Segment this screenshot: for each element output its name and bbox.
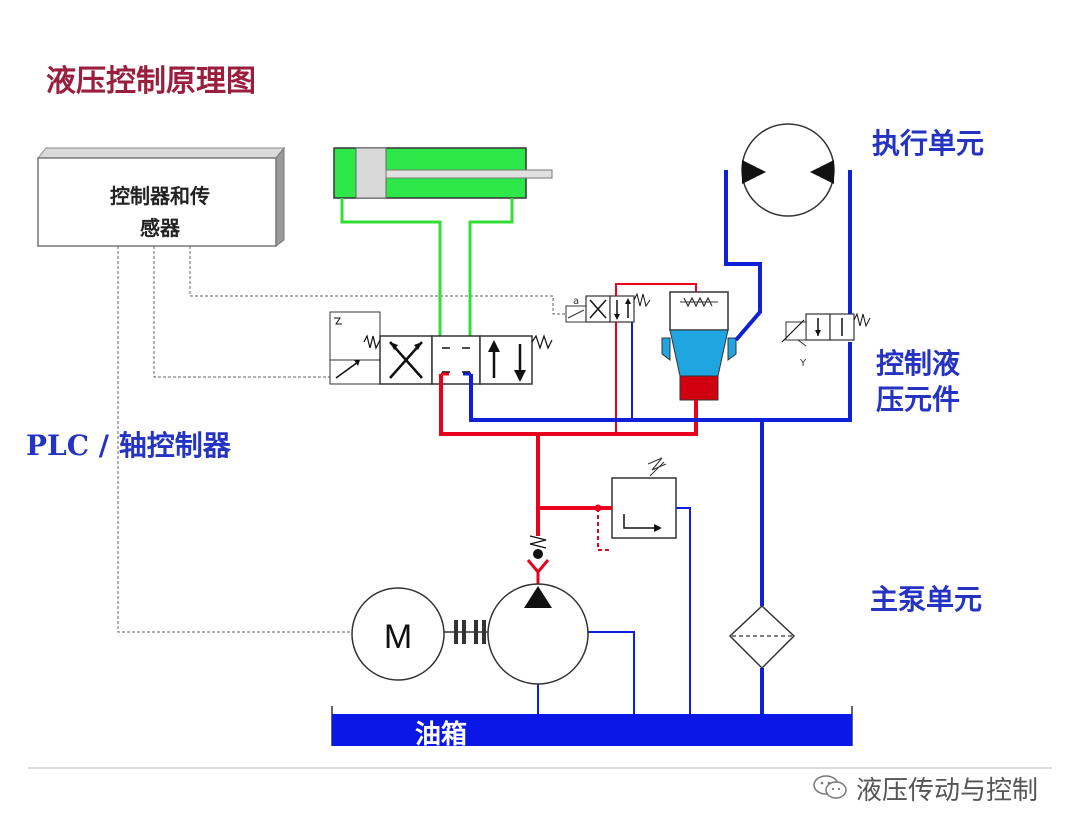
coupling xyxy=(440,620,488,644)
pressure-valve-right: Y xyxy=(781,312,871,369)
directional-valve xyxy=(329,311,553,385)
pilot-lines-red xyxy=(597,283,697,551)
cylinder-lines xyxy=(340,198,514,340)
page-title: 液压控制原理图 xyxy=(46,64,256,99)
signal-lines xyxy=(117,246,566,633)
oil-tank xyxy=(331,706,853,746)
check-valve xyxy=(526,535,550,584)
filter xyxy=(728,604,796,670)
y-port-label: Y xyxy=(799,358,807,369)
control-elements-label-line1: 控制液 xyxy=(876,347,961,380)
relief-valve xyxy=(611,457,677,539)
pump-unit-label: 主泵单元 xyxy=(870,583,983,616)
hydraulic-pump xyxy=(487,583,589,685)
return-lines xyxy=(469,170,852,714)
plc-label: PLC / 轴控制器 xyxy=(26,429,231,462)
wechat-icon xyxy=(813,775,847,799)
control-elements-label: 控制液 压元件 xyxy=(876,346,960,418)
actuator-label: 执行单元 xyxy=(872,127,985,160)
footer-brand: 液压传动与控制 xyxy=(856,776,1039,806)
hydraulic-cylinder xyxy=(333,147,553,199)
solenoid-valve: a xyxy=(565,292,651,323)
hydraulic-motor xyxy=(741,123,835,217)
controller-label-line1: 控制器和传 xyxy=(110,184,210,208)
solenoid-port-label: a xyxy=(573,296,579,307)
pressure-junction xyxy=(594,504,602,512)
control-elements-label-line2: 压元件 xyxy=(876,383,961,416)
drain-lines xyxy=(537,322,691,714)
electric-motor: M xyxy=(351,587,445,681)
cartridge-valve xyxy=(661,291,737,401)
motor-label: M xyxy=(384,618,412,656)
controller-label: 控制器和传 感器 xyxy=(40,180,280,244)
controller-label-line2: 感器 xyxy=(140,216,180,240)
tank-label: 油箱 xyxy=(415,720,468,750)
controller-box xyxy=(36,146,286,247)
